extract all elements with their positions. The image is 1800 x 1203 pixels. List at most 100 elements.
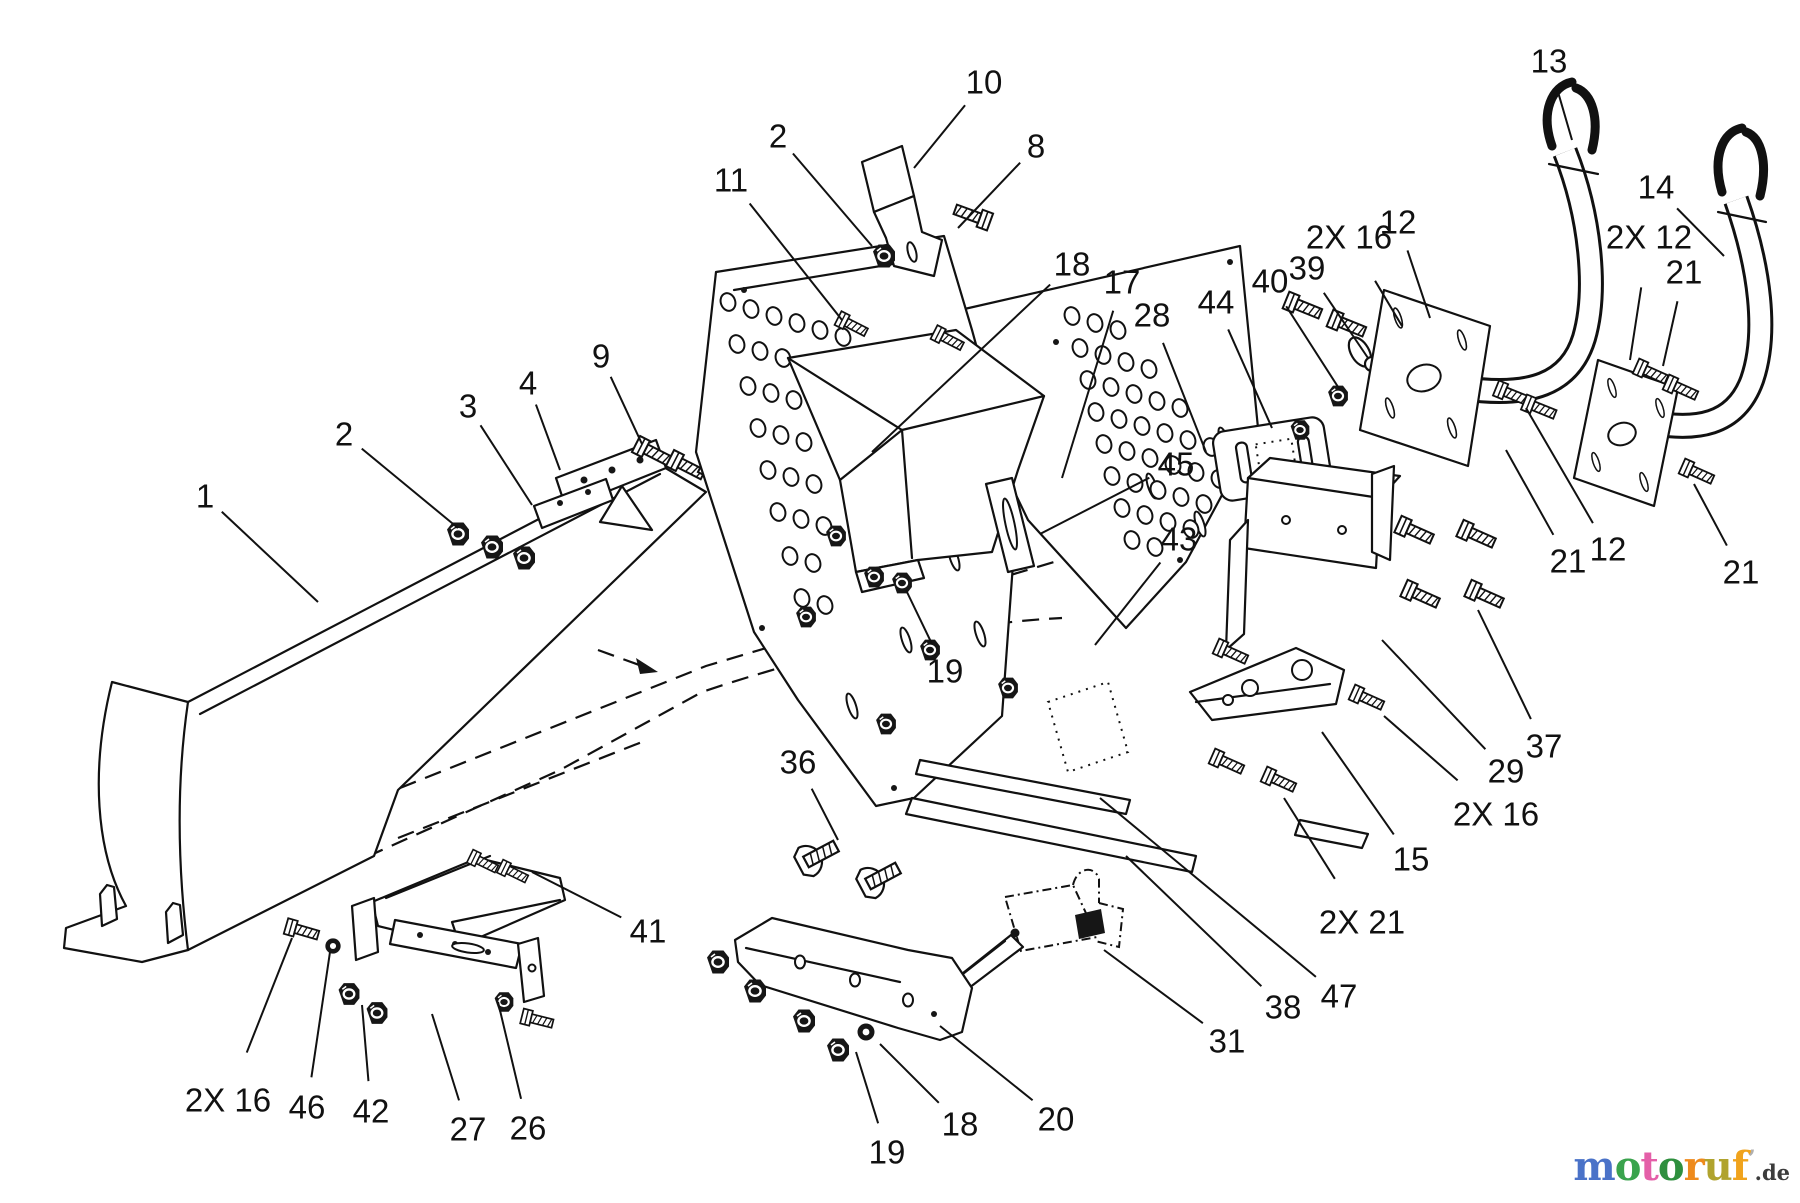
- nut-40: [1327, 384, 1349, 408]
- leader-line-39: [1323, 292, 1369, 359]
- leader-line-12: [1406, 250, 1431, 319]
- callout-45-21: 45: [1158, 446, 1195, 483]
- callout-17-10: 17: [1104, 264, 1141, 301]
- part-mount-plate-13: [1358, 288, 1492, 468]
- part-bracket-29: [1224, 456, 1402, 652]
- callout-2-6: 2: [769, 118, 787, 155]
- callout-10-7: 10: [966, 64, 1003, 101]
- callout-13-17: 13: [1531, 43, 1568, 80]
- part-carriage-bolts-36: [790, 830, 907, 903]
- part-handle-13: [1460, 77, 1604, 404]
- part-rear-plate-17-28: [958, 244, 1260, 630]
- callout-39-14: 39: [1289, 250, 1326, 287]
- callout-2X16-39: 2X 16: [1453, 796, 1539, 833]
- part-funnel: [786, 328, 1046, 594]
- leader-line-42: [361, 1004, 370, 1082]
- callout-19-23: 19: [927, 653, 964, 690]
- leader-line-43: [1094, 561, 1162, 646]
- logo-letter: o: [1614, 1143, 1642, 1190]
- leader-line-21: [1693, 483, 1728, 547]
- callout-26-30: 26: [510, 1110, 547, 1147]
- callout-41-25: 41: [630, 913, 667, 950]
- logo-letter: r: [1683, 1143, 1705, 1190]
- leader-line-2X16: [245, 937, 293, 1053]
- leader-line-3: [479, 424, 533, 506]
- callout-21-44: 21: [1723, 554, 1760, 591]
- leader-line-8: [957, 161, 1021, 229]
- leader-line-11: [748, 202, 843, 321]
- callout-2-1: 2: [335, 416, 353, 453]
- part-slot-plate-45: [984, 476, 1036, 574]
- callout-14-18: 14: [1638, 169, 1675, 206]
- callout-43-22: 43: [1161, 521, 1198, 558]
- callout-2X16-26: 2X 16: [185, 1082, 271, 1119]
- callout-2X16-15: 2X 16: [1306, 219, 1392, 256]
- callout-12-43: 12: [1590, 531, 1627, 568]
- logo-letter: t: [1640, 1143, 1659, 1190]
- callout-2X12-19: 2X 12: [1606, 219, 1692, 256]
- callout-40-13: 40: [1252, 263, 1289, 300]
- leader-line-19: [855, 1051, 880, 1124]
- leader-line-18: [879, 1043, 940, 1104]
- part-gusset-15: [1188, 646, 1346, 722]
- callout-46-27: 46: [289, 1089, 326, 1126]
- leader-line-21: [1505, 449, 1555, 536]
- part-handle-14: [1635, 123, 1774, 439]
- callout-37-41: 37: [1526, 728, 1563, 765]
- part-bottom-flange-38: [904, 758, 1370, 874]
- callout-28-11: 28: [1134, 297, 1171, 334]
- callout-47-36: 47: [1321, 978, 1358, 1015]
- callout-9-4: 9: [592, 338, 610, 375]
- logo-letter: m: [1573, 1143, 1615, 1190]
- leader-line-36: [810, 788, 839, 841]
- leader-line-45: [1039, 476, 1150, 535]
- callout-21-42: 21: [1550, 543, 1587, 580]
- leader-line-2: [361, 447, 459, 529]
- callout-36-24: 36: [780, 744, 817, 781]
- callout-8-8: 8: [1027, 128, 1045, 165]
- leader-line-31: [1103, 949, 1204, 1024]
- callout-31-34: 31: [1209, 1023, 1246, 1060]
- logo-letter: o: [1657, 1143, 1685, 1190]
- callout-21-20: 21: [1666, 254, 1703, 291]
- callout-18-32: 18: [942, 1106, 979, 1143]
- callout-44-12: 44: [1198, 284, 1235, 321]
- chainsaw-decal-icon: [950, 869, 1125, 995]
- leader-line-28: [1162, 342, 1207, 453]
- motoruf-logo: motoruf’.de: [1573, 1143, 1790, 1190]
- leader-line-2: [792, 152, 873, 247]
- callout-11-5: 11: [714, 162, 748, 199]
- part-chute-cover-1: [62, 458, 708, 964]
- callout-19-31: 19: [869, 1134, 906, 1171]
- callout-27-29: 27: [450, 1111, 487, 1148]
- leader-line-2X12: [1629, 287, 1643, 361]
- leader-line-19: [905, 589, 933, 645]
- leader-line-37: [1477, 609, 1532, 720]
- leader-line-29: [1381, 639, 1487, 750]
- callout-20-33: 20: [1038, 1101, 1075, 1138]
- callout-12-16: 12: [1380, 204, 1417, 241]
- leader-line-14: [1676, 207, 1725, 257]
- leader-line-47: [1099, 797, 1317, 978]
- part-decal-outline-43: [1046, 680, 1130, 774]
- logo-letter: f: [1731, 1143, 1749, 1190]
- callout-1-0: 1: [196, 478, 214, 515]
- callout-18-9: 18: [1054, 246, 1091, 283]
- leader-line-46: [310, 951, 331, 1078]
- leader-line-21: [1662, 301, 1679, 367]
- leader-line-41: [531, 871, 622, 919]
- logo-suffix: .de: [1754, 1160, 1790, 1185]
- callout-2X21-37: 2X 21: [1319, 904, 1405, 941]
- leader-line-26: [497, 1001, 523, 1100]
- leader-line-18: [871, 283, 1051, 453]
- bolt-8: [951, 199, 995, 232]
- leader-line-10: [913, 104, 966, 169]
- part-bracket-20: [733, 916, 974, 1042]
- leader-line-2X16: [1374, 280, 1403, 327]
- callout-38-35: 38: [1265, 989, 1302, 1026]
- logo-letter: u: [1703, 1143, 1733, 1190]
- direction-arrow-icon: [597, 648, 658, 674]
- leader-line-1: [221, 511, 319, 603]
